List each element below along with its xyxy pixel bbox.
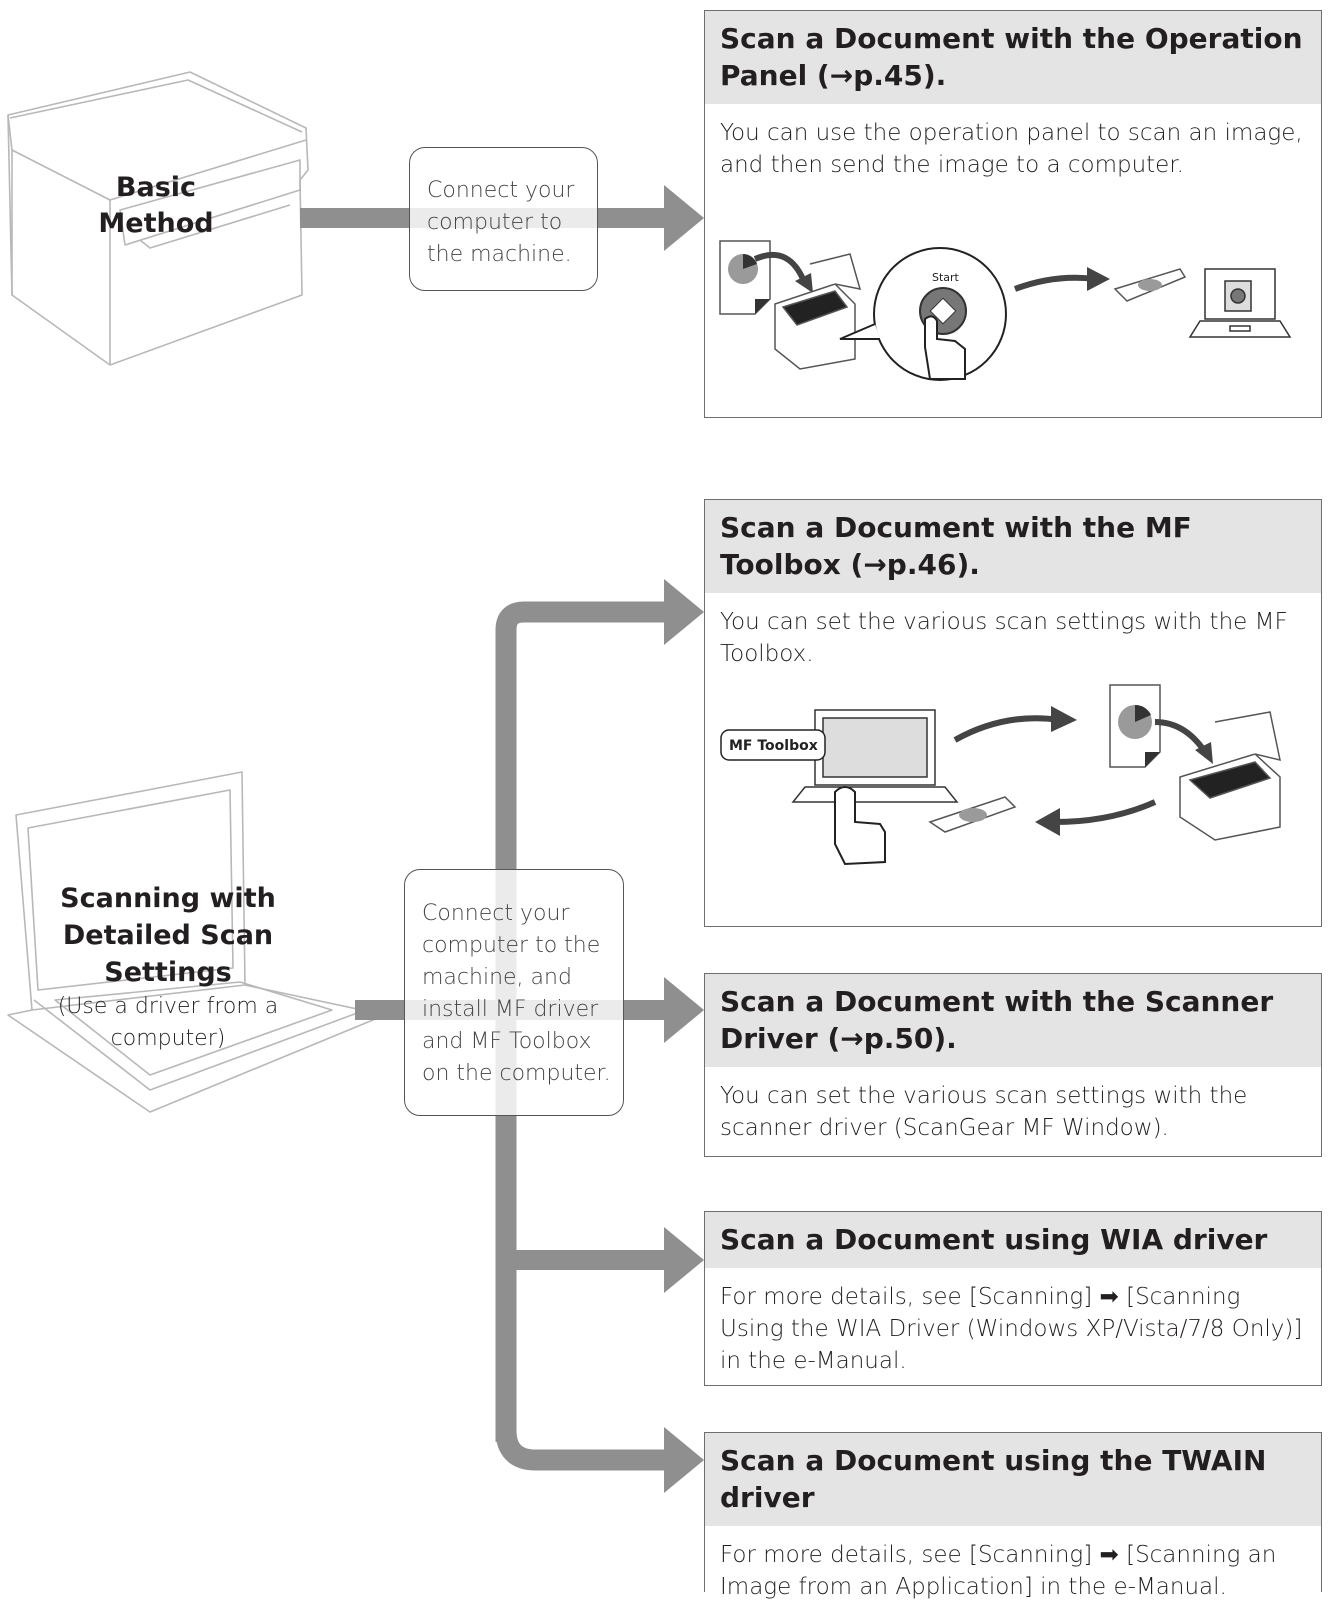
scanned-image-icon (1113, 268, 1187, 302)
detailed-subtitle: (Use a driver from a computer) (38, 991, 298, 1055)
body-text: For more details, see [Scanning] (720, 1542, 1100, 1568)
callout-line: and MF Toolbox (422, 1029, 592, 1054)
card-title: Scan a Document using the TWAIN driver (705, 1433, 1321, 1526)
card-title: Scan a Document using WIA driver (705, 1212, 1321, 1268)
detailed-subtitle-line2: computer) (110, 1026, 226, 1051)
card-wia-driver: Scan a Document using WIA driver For mor… (704, 1211, 1322, 1386)
curved-arrow-icon (1154, 719, 1208, 754)
card-title: Scan a Document with the MF Toolbox (→p.… (705, 500, 1321, 593)
card-scanner-driver: Scan a Document with the Scanner Driver … (704, 973, 1322, 1157)
card-mf-toolbox: Scan a Document with the MF Toolbox (→p.… (704, 499, 1322, 927)
body-text: [Scanning Using the WIA Driver (Windows … (720, 1284, 1303, 1374)
callout-line: the machine. (427, 242, 572, 267)
laptop-icon (7, 771, 386, 1113)
start-label: Start (932, 271, 960, 284)
upload-arrow-icon (953, 715, 1061, 743)
basic-method-label: Basic Method (96, 170, 216, 242)
card-title: Scan a Document with the Scanner Driver … (705, 974, 1321, 1067)
scanner-icon (1179, 711, 1281, 841)
arrow-head-scanner-driver (664, 977, 704, 1043)
return-arrow-icon (1054, 799, 1157, 825)
hand-icon (834, 786, 886, 866)
detailed-title-line3: Settings (104, 957, 232, 988)
callout-line: Connect your (427, 178, 575, 203)
right-arrow-icon: ➡ (1099, 1284, 1119, 1310)
card-body: For more details, see [Scanning] ➡ [Scan… (705, 1268, 1321, 1377)
scanned-image-icon (928, 796, 1017, 833)
computer-icon (791, 709, 959, 803)
card-title: Scan a Document with the Operation Panel… (705, 11, 1321, 104)
callout-line: on the computer. (422, 1061, 611, 1086)
card-body: You can set the various scan settings wi… (720, 609, 1288, 667)
mf-toolbox-button (720, 729, 826, 761)
start-button-zoom (839, 247, 1007, 381)
detailed-title-line2: Detailed Scan (62, 920, 274, 951)
branch-wia (506, 1250, 670, 1270)
callout-line: machine, and (422, 965, 572, 990)
detailed-title-line1: Scanning with (60, 883, 276, 914)
mf-toolbox-illustration: MF Toolbox (720, 684, 1281, 866)
card-operation-panel: Scan a Document with the Operation Panel… (704, 10, 1322, 418)
branch-bottom-curve (495, 1429, 670, 1471)
mf-toolbox-label: MF Toolbox (729, 738, 818, 754)
basic-label-line2: Method (98, 208, 214, 239)
arrow-head-twain (664, 1427, 704, 1493)
scanner-icon (774, 253, 862, 370)
body-text: For more details, see [Scanning] (720, 1284, 1100, 1310)
callout-line: Connect your (422, 901, 570, 926)
detailed-settings-label: Scanning with Detailed Scan Settings (Us… (38, 880, 298, 1055)
callout-line: computer to the (422, 933, 601, 958)
detailed-connect-callout: Connect your computer to the machine, an… (404, 869, 624, 1116)
curved-arrow-icon (753, 252, 808, 286)
callout-line: computer to (427, 210, 563, 235)
basic-connect-callout: Connect your computer to the machine. (409, 147, 598, 291)
document-icon (719, 240, 771, 315)
arrow-head-toolbox (664, 579, 704, 645)
detailed-subtitle-line1: (Use a driver from a (57, 994, 279, 1019)
card-body: You can set the various scan settings wi… (720, 1083, 1248, 1141)
right-arrow-icon: ➡ (1099, 1542, 1119, 1568)
computer-icon (1188, 268, 1292, 338)
card-twain-driver: Scan a Document using the TWAIN driver F… (704, 1432, 1322, 1600)
basic-label-line1: Basic (115, 172, 197, 203)
operation-panel-illustration: Start (719, 240, 1292, 381)
basic-arrow-head (664, 185, 704, 251)
card-body: For more details, see [Scanning] ➡ [Scan… (705, 1526, 1321, 1603)
branch-trunk (495, 601, 670, 1442)
callout-line: install MF driver (422, 997, 599, 1022)
card-body: You can use the operation panel to scan … (720, 120, 1303, 178)
multifunction-printer-icon (7, 71, 309, 366)
arrow-head-wia (664, 1227, 704, 1293)
transfer-arrow-icon (1013, 274, 1096, 292)
document-icon (1109, 684, 1161, 768)
